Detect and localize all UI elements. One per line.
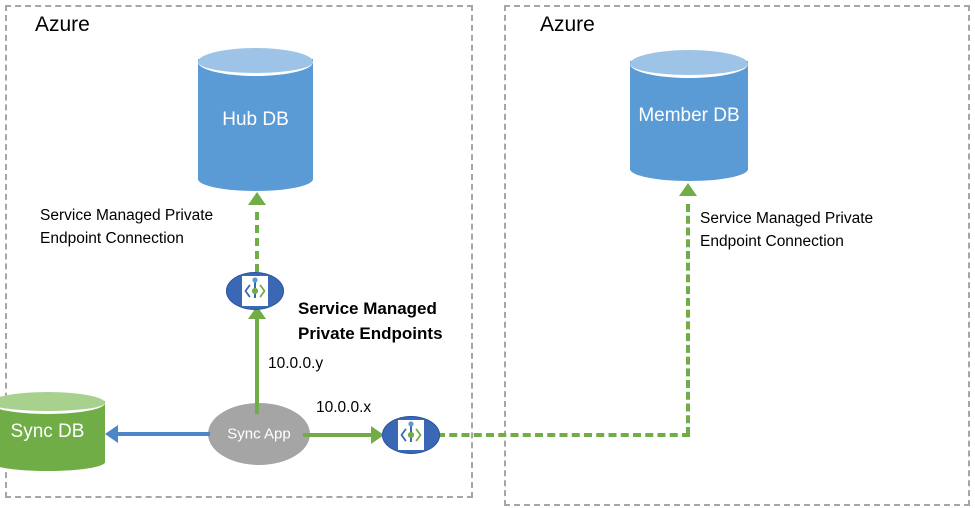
- sync-db-top: [0, 392, 105, 414]
- connector-member-endpoint-horizontal: [437, 433, 690, 437]
- member-db-body: [630, 61, 748, 170]
- connector-syncapp-to-hub-endpoint: [255, 318, 259, 414]
- sync-app-label: Sync App: [227, 425, 291, 443]
- member-db-bottom: [630, 157, 748, 181]
- hub-db-top: [198, 48, 313, 76]
- azure-label-left: Azure: [35, 13, 90, 36]
- sync-app-node: Sync App: [208, 403, 310, 465]
- azure-boundary-left: [5, 5, 473, 498]
- member-db-node: Member DB: [630, 50, 748, 181]
- private-endpoint-glyph: [398, 420, 424, 450]
- sync-db-bottom: [0, 453, 105, 471]
- connector-syncapp-to-syncdb: [118, 432, 210, 436]
- arrowhead-to-member-endpoint: [371, 426, 384, 444]
- caption-service-managed-private-endpoints: Service Managed Private Endpoints: [298, 299, 443, 343]
- private-endpoint-glyph: [242, 276, 268, 306]
- member-db-top: [630, 50, 748, 78]
- azure-boundary-right: [504, 5, 970, 506]
- private-endpoint-icon-hub[interactable]: [226, 272, 284, 310]
- connector-hub-endpoint-to-hubdb: [255, 212, 259, 272]
- connector-syncapp-to-member-endpoint: [303, 433, 373, 437]
- sync-db-node: Sync DB: [0, 392, 105, 471]
- private-endpoint-icon-member[interactable]: [382, 416, 440, 454]
- connector-member-endpoint-vertical: [686, 204, 690, 435]
- caption-member-connection: Service Managed Private Endpoint Connect…: [700, 210, 874, 250]
- hub-db-body: [198, 59, 313, 180]
- arrowhead-to-memberdb: [679, 183, 697, 196]
- ip-label-member-endpoint: 10.0.0.x: [316, 399, 372, 416]
- arrowhead-to-hubdb: [248, 192, 266, 205]
- hub-db-node: Hub DB: [198, 48, 313, 191]
- azure-label-right: Azure: [540, 13, 595, 36]
- caption-hub-connection: Service Managed Private Endpoint Connect…: [40, 207, 214, 247]
- ip-label-hub-endpoint: 10.0.0.y: [268, 355, 324, 372]
- arrowhead-to-syncdb: [105, 425, 118, 443]
- hub-db-bottom: [198, 167, 313, 191]
